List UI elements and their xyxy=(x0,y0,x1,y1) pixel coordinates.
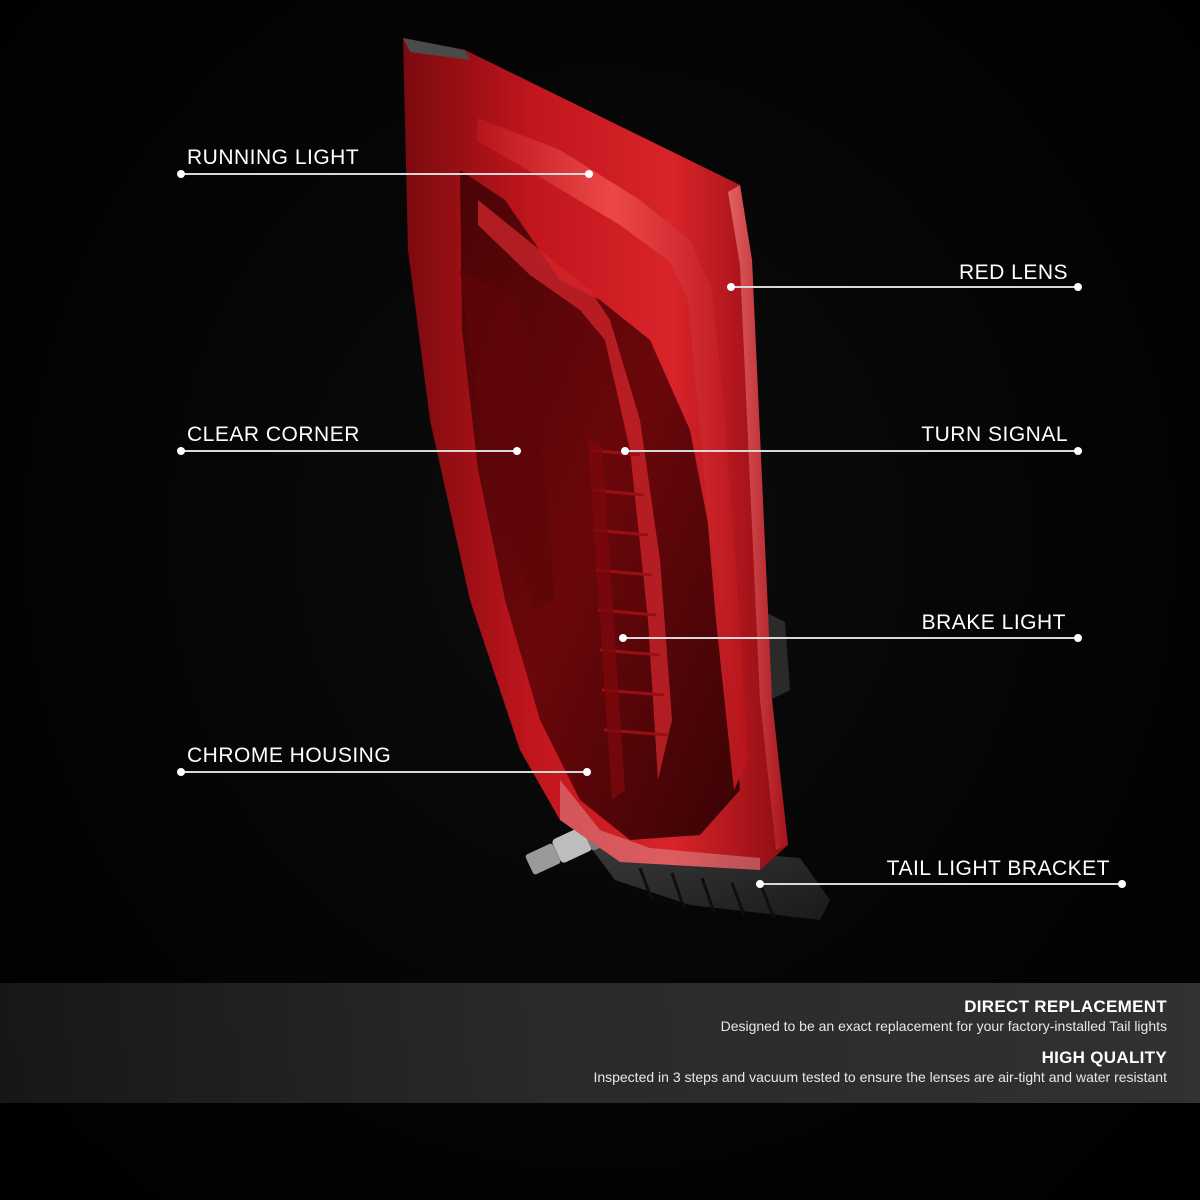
callout-brake-light-label: BRAKE LIGHT xyxy=(921,611,1066,634)
callout-red-lens-label: RED LENS xyxy=(958,261,1068,284)
callout-clear-corner-line xyxy=(181,450,517,452)
callout-chrome-housing-start-dot xyxy=(177,768,185,776)
callout-chrome-housing-end-dot xyxy=(583,768,591,776)
feature-desc-high-quality: Inspected in 3 steps and vacuum tested t… xyxy=(593,1069,1167,1085)
callout-red-lens-line xyxy=(731,286,1078,288)
callout-chrome-housing-label: CHROME HOUSING xyxy=(187,744,392,767)
callout-tail-light-bracket-end-dot xyxy=(1118,880,1126,888)
callout-tail-light-bracket-label: TAIL LIGHT BRACKET xyxy=(886,857,1110,880)
callout-brake-light-end-dot xyxy=(1074,634,1082,642)
callout-tail-light-bracket-start-dot xyxy=(756,880,764,888)
callout-turn-signal-label: TURN SIGNAL xyxy=(921,423,1068,446)
callout-brake-light-start-dot xyxy=(619,634,627,642)
callout-clear-corner-end-dot xyxy=(513,447,521,455)
feature-title-high-quality: HIGH QUALITY xyxy=(1041,1048,1167,1067)
callout-red-lens-end-dot xyxy=(1074,283,1082,291)
callout-clear-corner-label: CLEAR CORNER xyxy=(187,423,360,446)
callout-turn-signal-start-dot xyxy=(621,447,629,455)
callout-clear-corner-start-dot xyxy=(177,447,185,455)
callout-running-light-start-dot xyxy=(177,170,185,178)
callout-running-light-end-dot xyxy=(585,170,593,178)
connector-shape xyxy=(765,612,790,700)
callout-turn-signal-line xyxy=(625,450,1078,452)
callout-red-lens-start-dot xyxy=(727,283,735,291)
callout-chrome-housing-line xyxy=(181,771,587,773)
callout-turn-signal-end-dot xyxy=(1074,447,1082,455)
feature-title-direct-replacement: DIRECT REPLACEMENT xyxy=(964,997,1167,1016)
callout-brake-light-line xyxy=(623,637,1078,639)
feature-info-band: DIRECT REPLACEMENT Designed to be an exa… xyxy=(0,983,1200,1103)
feature-desc-direct-replacement: Designed to be an exact replacement for … xyxy=(720,1018,1167,1034)
callout-running-light-label: RUNNING LIGHT xyxy=(187,146,360,169)
callout-running-light-line xyxy=(181,173,589,175)
callout-tail-light-bracket-line xyxy=(760,883,1122,885)
